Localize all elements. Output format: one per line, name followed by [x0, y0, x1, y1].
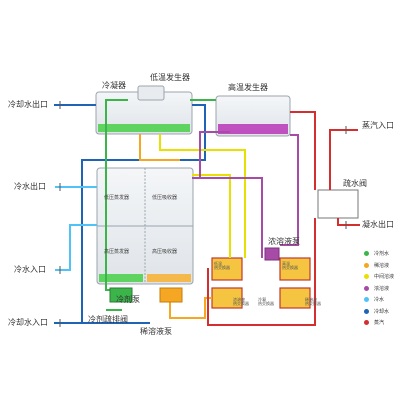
legend-item: 冷剂水: [364, 248, 394, 260]
legend-swatch: [364, 320, 369, 326]
low-temp-generator-label: 低温发生器: [150, 73, 190, 82]
legend-swatch: [364, 308, 369, 314]
condenser-label: 冷凝器: [102, 81, 126, 90]
refrigerant-pump-label: 冷剂泵: [116, 295, 140, 304]
hx-label: 稀溶液 热交换器: [305, 297, 321, 306]
low-pressure-evaporator-label: 低压蒸发器: [104, 195, 130, 201]
cooling-water-inlet-label: 冷却水入口: [8, 318, 48, 327]
high-temp-generator-label: 高温发生器: [228, 83, 268, 92]
high-temp-generator-unit: [215, 95, 291, 137]
hx-label: 冷凝 热交换器: [258, 297, 274, 306]
legend-label: 稀溶液: [374, 262, 390, 269]
legend-label: 中间溶液: [374, 274, 395, 281]
dilute-solution-pump-label: 稀溶液泵: [140, 327, 172, 336]
legend-item: 蒸汽: [364, 317, 394, 329]
legend-item: 冷却水: [364, 306, 394, 318]
refrigerant-drain-valve-label: 冷剂疏排阀: [88, 315, 128, 324]
drain-valve-box: [317, 189, 359, 219]
low-temp-generator-unit: [137, 85, 165, 101]
legend: 冷剂水 稀溶液 中间溶液 浓溶液 冷水 冷却水 蒸汽: [364, 248, 394, 329]
heat-exchangers: [211, 257, 311, 309]
legend-item: 冷水: [364, 294, 394, 306]
legend-label: 蒸汽: [374, 320, 385, 327]
concentrated-solution-pump-label: 浓溶液泵: [268, 237, 300, 246]
hx-label: 浓溶液 热交换器: [233, 297, 249, 306]
hx-label: 高温 热交换器: [282, 261, 298, 270]
evaporator-absorber-shell: [96, 167, 194, 285]
pumps: [109, 247, 280, 303]
steam-inlet-label: 蒸汽入口: [362, 121, 394, 130]
cooling-water-outlet-label: 冷却水出口: [8, 100, 48, 109]
legend-swatch: [364, 297, 369, 303]
legend-swatch: [364, 285, 369, 291]
pipe-markers: [59, 101, 347, 327]
drain-valve-label: 疏水阀: [343, 179, 367, 188]
low-pressure-absorber-label: 低压吸收器: [152, 195, 178, 201]
legend-label: 冷却水: [374, 308, 390, 315]
hx-label: 低温 热交换器: [214, 261, 230, 270]
legend-swatch: [364, 262, 369, 268]
high-pressure-absorber-label: 高压吸收器: [152, 249, 178, 255]
chilled-water-outlet-label: 冷水出口: [14, 182, 46, 191]
legend-label: 冷水: [374, 297, 385, 304]
high-pressure-evaporator-label: 高压蒸发器: [104, 249, 130, 255]
legend-item: 浓溶液: [364, 283, 394, 295]
legend-swatch: [364, 274, 369, 280]
legend-label: 冷剂水: [374, 251, 390, 258]
chilled-water-inlet-label: 冷水入口: [14, 265, 46, 274]
legend-item: 稀溶液: [364, 260, 394, 272]
legend-label: 浓溶液: [374, 285, 390, 292]
legend-swatch: [364, 251, 369, 257]
condensate-outlet-label: 凝水出口: [362, 220, 394, 229]
legend-item: 中间溶液: [364, 271, 394, 283]
